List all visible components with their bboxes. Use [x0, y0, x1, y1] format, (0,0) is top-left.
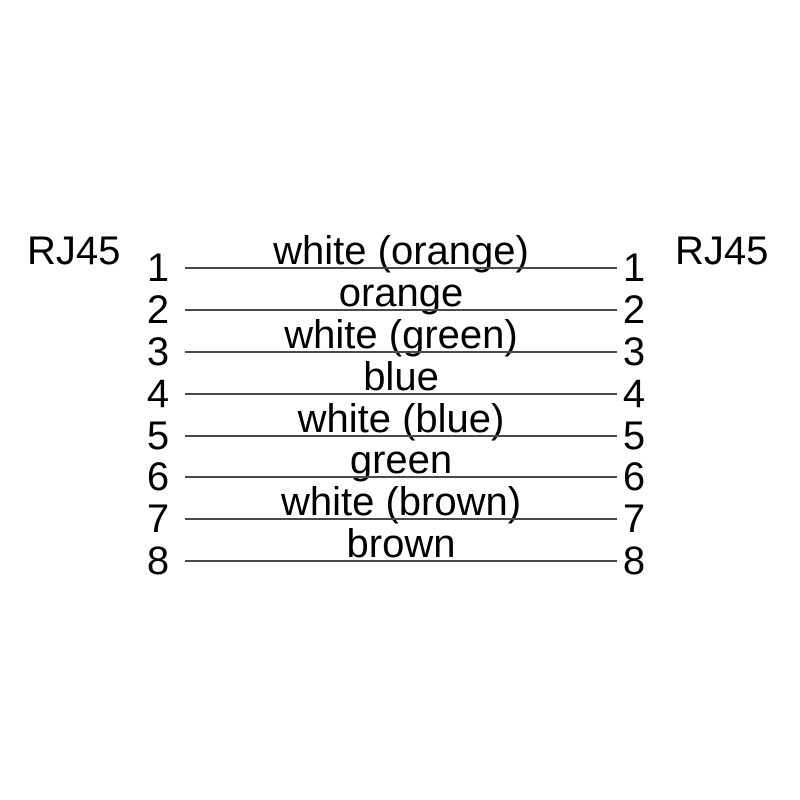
wire-line	[185, 393, 617, 395]
pin-number-right: 4	[622, 372, 646, 416]
wire-line	[185, 435, 617, 437]
pin-number-left: 2	[146, 288, 170, 332]
wire-line	[185, 560, 617, 562]
pin-number-right: 7	[622, 497, 646, 541]
wire-color-label: green	[349, 438, 453, 482]
wire-color-label: white (orange)	[273, 229, 529, 273]
pin-number-right: 6	[622, 455, 646, 499]
wire-color-label: white (brown)	[280, 480, 522, 524]
pin-number-left: 1	[146, 246, 170, 290]
wire-color-label: blue	[363, 355, 439, 399]
pin-number-right: 8	[622, 539, 646, 583]
wire-line	[185, 476, 617, 478]
wire-line	[185, 518, 617, 520]
wire-line	[185, 267, 617, 269]
pin-number-left: 5	[146, 414, 170, 458]
wire-line	[185, 351, 617, 353]
left-connector-label: RJ45	[27, 229, 121, 273]
pin-number-left: 3	[146, 330, 170, 374]
wire-line	[185, 309, 617, 311]
pin-number-right: 1	[622, 246, 646, 290]
pin-number-right: 3	[622, 330, 646, 374]
right-connector-label: RJ45	[675, 229, 769, 273]
pin-number-left: 4	[146, 372, 170, 416]
wire-color-label: brown	[346, 522, 456, 566]
pin-number-right: 2	[622, 288, 646, 332]
wire-color-label: white (green)	[284, 313, 518, 357]
wire-color-label: white (blue)	[297, 397, 505, 441]
pin-number-left: 8	[146, 539, 170, 583]
pin-number-right: 5	[622, 414, 646, 458]
wire-color-label: orange	[338, 271, 464, 315]
pin-number-left: 6	[146, 455, 170, 499]
pin-number-left: 7	[146, 497, 170, 541]
